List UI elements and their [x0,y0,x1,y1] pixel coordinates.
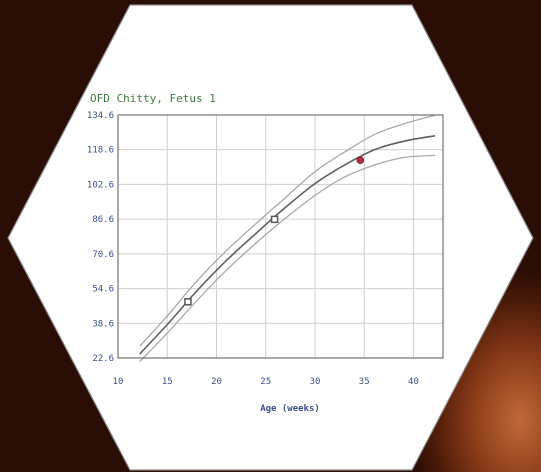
x-tick-label: 15 [162,377,173,387]
x-tick-label: 35 [359,377,370,387]
data-point [270,215,279,224]
data-point-highlighted [356,156,365,164]
y-tick-label: 22.6 [92,354,114,364]
y-tick-label: 102.6 [87,180,114,190]
y-tick-label: 86.6 [92,215,114,225]
y-tick-label: 54.6 [92,285,114,295]
data-points [184,156,365,306]
x-axis-label: Age (weeks) [260,404,320,414]
x-tick-label: 20 [211,377,222,387]
x-tick-labels: 10 15 20 25 30 35 40 [113,377,419,387]
y-tick-label: 70.6 [92,250,114,260]
y-tick-label: 118.6 [87,146,114,156]
x-tick-label: 40 [408,377,419,387]
plot-area [118,115,443,358]
chart-title: OFD Chitty, Fetus 1 [90,92,216,105]
x-tick-label: 10 [113,377,124,387]
hexagon-outline [7,4,534,471]
y-tick-label: 38.6 [92,319,114,329]
x-tick-label: 30 [310,377,321,387]
series-line-lower [139,154,436,362]
x-tick-label: 25 [260,377,271,387]
data-point [184,298,192,306]
plot-frame [117,114,444,359]
y-tick-labels: 22.6 38.6 54.6 70.6 86.6 102.6 118.6 134.6 [87,111,114,364]
y-tick-label: 134.6 [87,111,114,121]
series-line-upper [139,114,436,347]
